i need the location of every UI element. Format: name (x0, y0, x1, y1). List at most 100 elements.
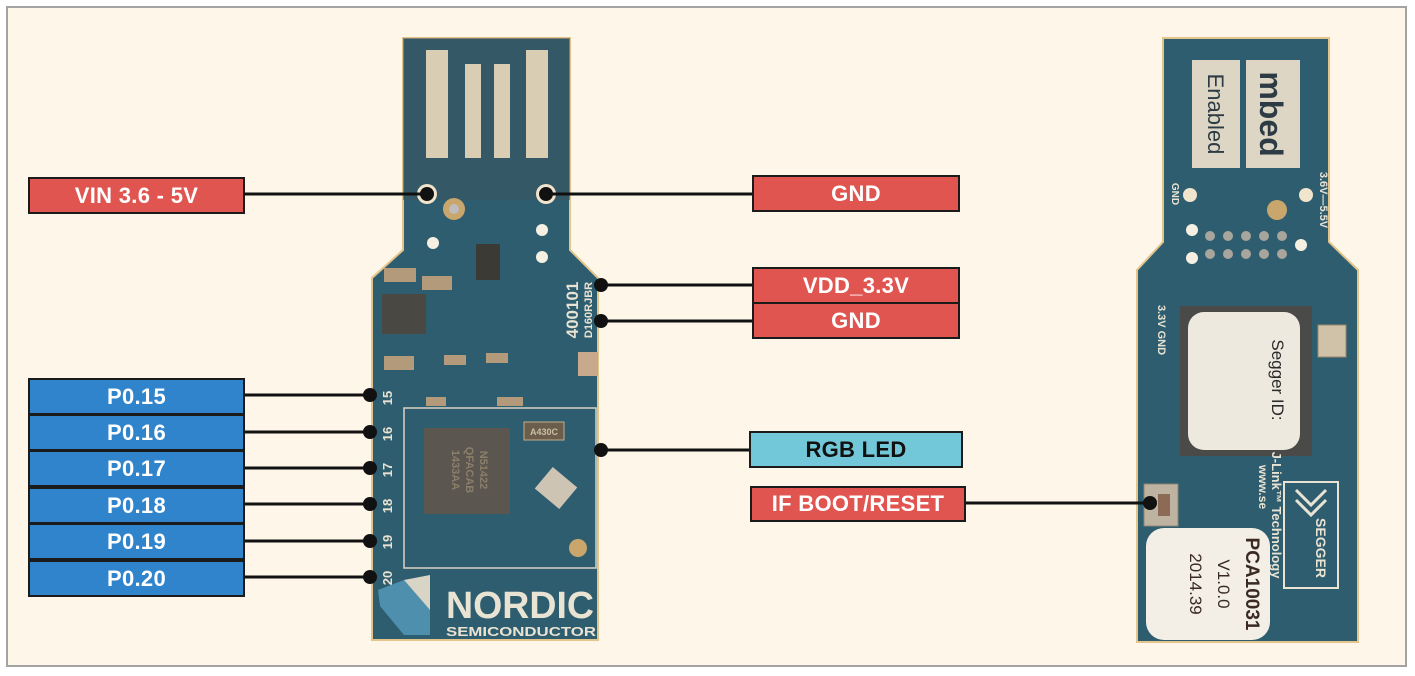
crystal (1317, 324, 1347, 358)
nordic-logo-text: NORDIC (446, 585, 594, 627)
via (427, 237, 439, 249)
voltage-marking: 3.6V—5.5V (1317, 172, 1329, 229)
chip-text-2: QFACAB (463, 447, 475, 494)
pin-dot-p015 (363, 388, 377, 402)
shield-outline (403, 407, 597, 569)
pca-number: PCA10031 (1241, 538, 1262, 631)
version-sticker (1146, 528, 1270, 640)
rgb-led-component (578, 352, 598, 376)
debug-pads (1205, 231, 1287, 259)
nordic-logo-icon (378, 580, 430, 635)
label-p016: P0.16 (28, 414, 245, 451)
segger-logo-text: SEGGER (1313, 518, 1329, 578)
capacitor (384, 268, 416, 282)
usb-contact-4 (526, 50, 548, 158)
capacitor (384, 356, 414, 370)
label-vin: VIN 3.6 - 5V (28, 177, 245, 214)
capacitor (422, 276, 452, 290)
segger-logo-text-group: SEGGER (1313, 518, 1329, 578)
enabled-text-group: Enabled (1203, 74, 1228, 155)
pad-number: 18 (380, 499, 395, 513)
capacitor (426, 397, 446, 406)
side-marking: 400101 D160RJBR (563, 282, 595, 339)
jlink-text: J-Link™ Technology (1269, 452, 1284, 580)
date-code: 2014.39 (1186, 553, 1205, 614)
connector-dots (363, 187, 1157, 584)
segger-id-text: Segger ID: (1268, 339, 1287, 420)
segger-id-group: Segger ID: (1268, 339, 1287, 420)
via (1186, 252, 1198, 264)
pad-number: 16 (380, 427, 395, 441)
hole (1183, 188, 1197, 202)
bottom-marking-group: 3.3V GND (1155, 305, 1167, 355)
marking-d160: D160RJBR (583, 282, 595, 338)
voltage-marking-group: 3.6V—5.5V (1317, 172, 1329, 229)
pin-dot-if-boot (1143, 496, 1157, 510)
pad-number: 15 (380, 391, 395, 405)
capacitor (497, 397, 523, 406)
enabled-text: Enabled (1203, 74, 1228, 155)
connector-lines (244, 192, 1148, 579)
chip-text-3: 1433AA (449, 450, 461, 490)
via (536, 251, 548, 263)
regulator-chip (476, 244, 500, 280)
mount-pad-center (449, 204, 459, 214)
crystal (523, 421, 565, 441)
usb-contact-1 (426, 50, 448, 158)
mbed-text-group: mbed (1253, 71, 1289, 156)
front-board: N51422 QFACAB 1433AA A430C 400101 D160RJ… (371, 37, 599, 641)
label-rgb-led: RGB LED (749, 431, 963, 468)
via (1295, 239, 1307, 251)
usb-contact-2 (465, 64, 481, 158)
label-p015: P0.15 (28, 378, 245, 415)
back-board: mbed Enabled 3.6V—5.5V GND Segger ID: 3.… (1136, 37, 1359, 643)
www-text: www.se (1256, 464, 1270, 510)
gnd-marking: GND (1169, 183, 1180, 205)
label-if-boot-reset: IF BOOT/RESET (750, 486, 966, 522)
segger-logo-frame (1283, 481, 1339, 589)
jlink-text-group: J-Link™ Technology www.se (1256, 452, 1284, 580)
segger-logo-icon (1294, 488, 1328, 518)
label-gnd-top: GND (752, 175, 960, 212)
label-vdd: VDD_3.3V (752, 267, 960, 304)
crystal-text: A430C (530, 427, 559, 437)
nrf51-chip (424, 428, 510, 514)
label-p017: P0.17 (28, 450, 245, 487)
pad-numbers: 15 16 17 18 19 20 (380, 391, 395, 585)
sot-component (382, 294, 426, 334)
mount-pad (1267, 200, 1287, 220)
semiconductor-text: SEMICONDUCTOR (446, 624, 597, 639)
pin-dot-p019 (363, 534, 377, 548)
version-sticker-text: PCA10031 V1.0.0 2014.39 (1186, 538, 1262, 631)
oscillator (534, 466, 578, 510)
mbed-logo-left (1192, 60, 1240, 168)
power-marking: 3.3V GND (1155, 305, 1167, 355)
segger-id-sticker (1188, 312, 1300, 450)
gnd-marking-group: GND (1169, 183, 1180, 205)
chip-text-1: N51422 (477, 451, 489, 490)
pin-dot-p016 (363, 425, 377, 439)
pin-dot-p018 (363, 497, 377, 511)
version-number: V1.0.0 (1214, 559, 1233, 608)
hole (1299, 188, 1313, 202)
pin-dot-rgb-led (594, 443, 608, 457)
via (1186, 224, 1198, 236)
capacitor (486, 353, 508, 363)
pin-dot-p020 (363, 570, 377, 584)
switch-actuator (1158, 494, 1170, 516)
mount-pad (569, 539, 587, 557)
usb-contact-3 (494, 64, 510, 158)
pin-dot-vin (420, 187, 434, 201)
mbed-text: mbed (1253, 71, 1289, 156)
via (536, 224, 548, 236)
label-p020: P0.20 (28, 560, 245, 597)
pin-dot-p017 (363, 461, 377, 475)
capacitor (444, 355, 466, 365)
marking-400101: 400101 (563, 282, 582, 339)
nordic-logo-icon-facet (404, 575, 430, 610)
chip-marking: N51422 QFACAB 1433AA (449, 447, 489, 494)
mbed-logo-right (1246, 60, 1300, 168)
pad-number: 20 (380, 571, 395, 585)
pad-number: 17 (380, 463, 395, 477)
